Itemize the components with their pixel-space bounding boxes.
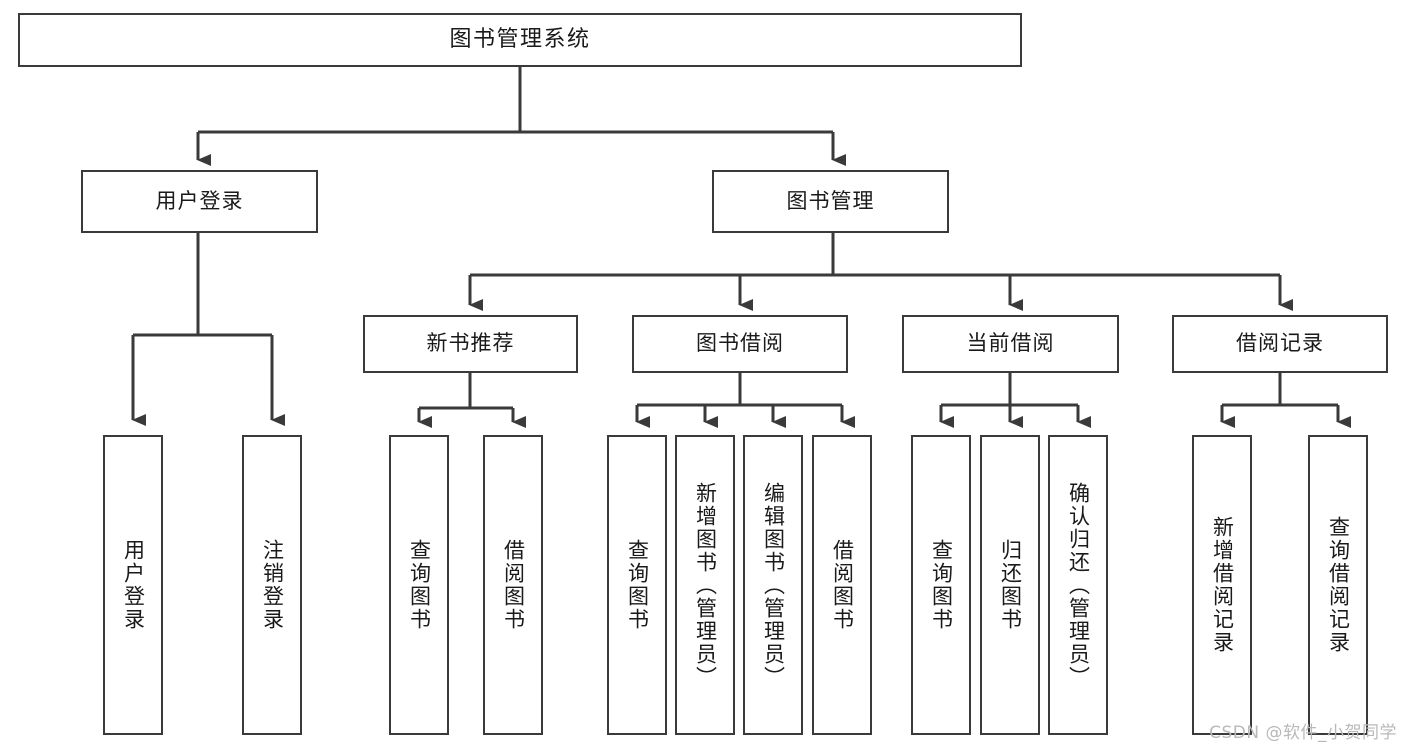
leaf-query-book-borrowing[interactable]: 查询图书 [607,435,667,735]
node-label: 查询借阅记录 [1326,516,1351,654]
leaf-edit-book-admin[interactable]: 编辑图书（管理员） [743,435,803,735]
leaf-query-borrow-record[interactable]: 查询借阅记录 [1308,435,1368,735]
node-book-management[interactable]: 图书管理 [712,170,949,233]
node-book-borrowing[interactable]: 图书借阅 [632,315,848,373]
node-new-book-recommendation[interactable]: 新书推荐 [363,315,578,373]
node-label: 新增图书（管理员） [693,481,718,689]
node-label: 确认归还（管理员） [1066,481,1091,689]
node-label: 借阅图书 [501,539,526,631]
csdn-watermark: CSDN @软件_小贺同学 [1209,723,1397,743]
node-label: 编辑图书（管理员） [761,481,786,689]
node-label: 图书借阅 [696,331,784,356]
node-label: 图书管理系统 [449,26,591,52]
node-label: 查询图书 [929,539,954,631]
leaf-borrow-book-borrowing[interactable]: 借阅图书 [812,435,872,735]
leaf-return-book[interactable]: 归还图书 [980,435,1040,735]
node-label: 借阅图书 [830,539,855,631]
node-borrow-records[interactable]: 借阅记录 [1172,315,1388,373]
node-root-book-management-system[interactable]: 图书管理系统 [18,13,1022,67]
node-label: 查询图书 [407,539,432,631]
leaf-add-book-admin[interactable]: 新增图书（管理员） [675,435,735,735]
node-label: 查询图书 [625,539,650,631]
node-label: 用户登录 [155,188,244,213]
node-label: 注销登录 [260,539,285,631]
node-label: 当前借阅 [966,331,1055,356]
node-label: 用户登录 [121,539,146,631]
leaf-borrow-book-newbook[interactable]: 借阅图书 [483,435,543,735]
node-label: 新书推荐 [426,331,515,356]
leaf-query-book-newbook[interactable]: 查询图书 [389,435,449,735]
node-label: 归还图书 [998,539,1023,631]
node-label: 借阅记录 [1236,331,1324,356]
node-user-login[interactable]: 用户登录 [81,170,318,233]
node-label: 图书管理 [786,188,875,213]
leaf-user-login[interactable]: 用户登录 [103,435,163,735]
leaf-logout[interactable]: 注销登录 [242,435,302,735]
leaf-add-borrow-record[interactable]: 新增借阅记录 [1192,435,1252,735]
leaf-confirm-return-admin[interactable]: 确认归还（管理员） [1048,435,1108,735]
node-label: 新增借阅记录 [1210,516,1235,654]
node-current-borrowing[interactable]: 当前借阅 [902,315,1119,373]
leaf-query-book-current[interactable]: 查询图书 [911,435,971,735]
